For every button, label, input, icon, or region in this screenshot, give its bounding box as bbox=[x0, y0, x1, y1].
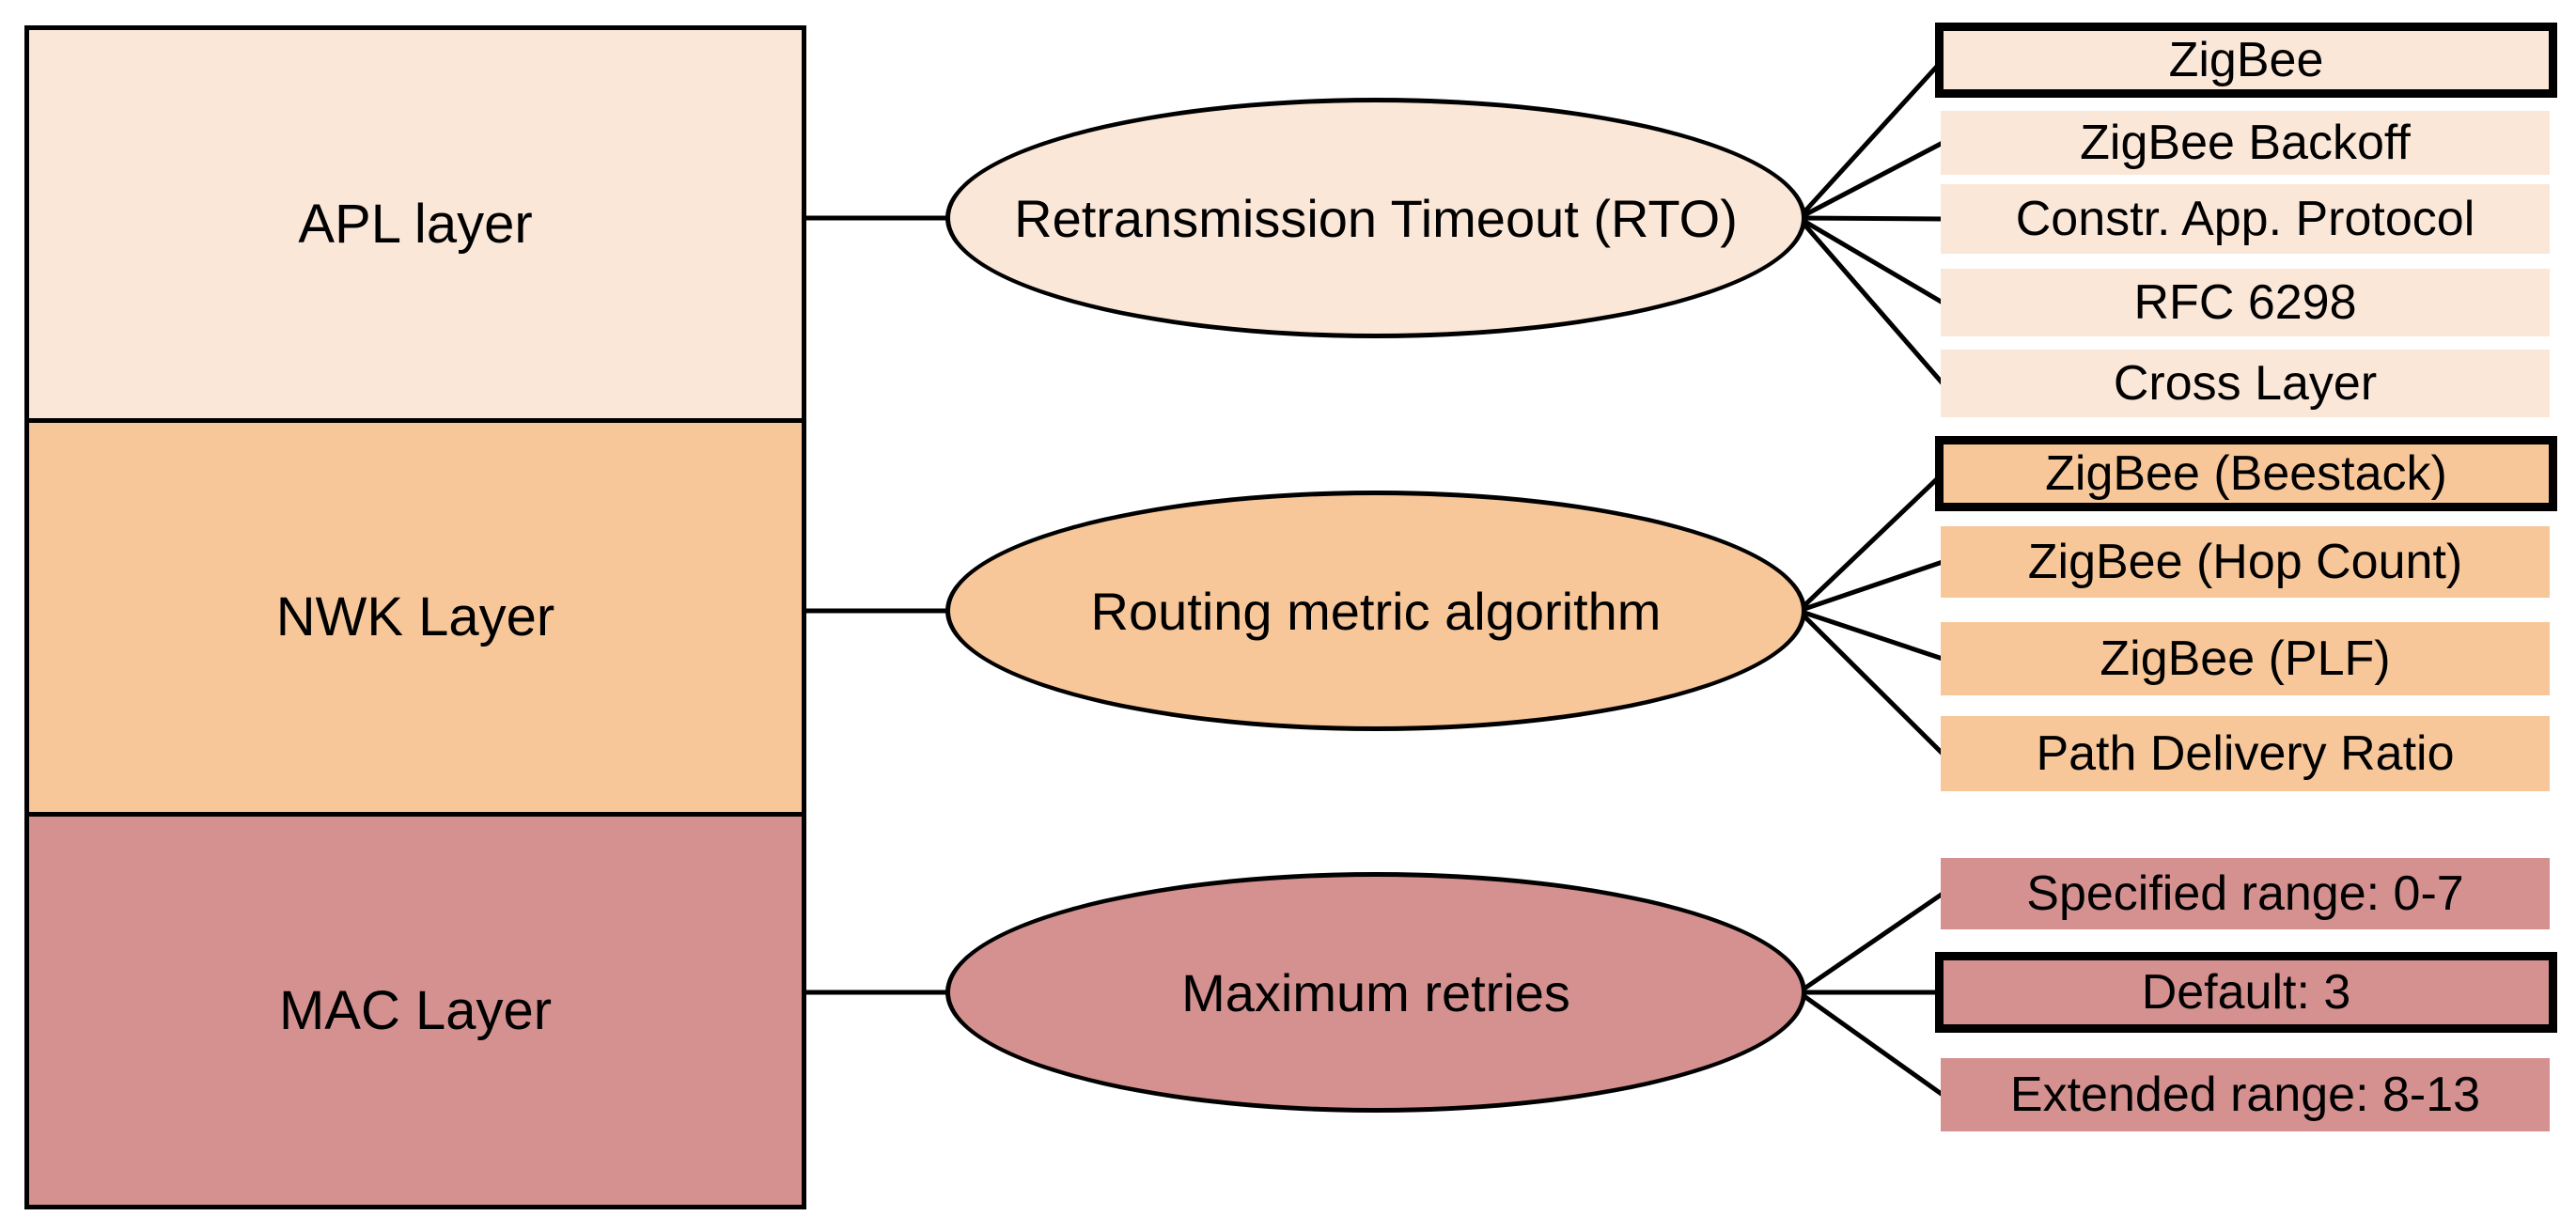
layer-nwk-label: NWK Layer bbox=[275, 586, 555, 648]
ellipse-rto: Retransmission Timeout (RTO) bbox=[945, 98, 1806, 338]
option-zigbee-beestack: ZigBee (Beestack) bbox=[1935, 436, 2557, 511]
fan-rto-zigbee bbox=[1797, 58, 1944, 220]
option-specified-range-label: Specified range: 0-7 bbox=[2026, 866, 2464, 921]
option-constr-app-protocol-label: Constr. App. Protocol bbox=[2015, 192, 2475, 246]
option-zigbee-beestack-label: ZigBee (Beestack) bbox=[2045, 446, 2447, 501]
option-zigbee-label: ZigBee bbox=[2168, 33, 2324, 87]
option-extended-range-label: Extended range: 8-13 bbox=[2009, 1068, 2481, 1122]
fan-retries-extended bbox=[1797, 990, 1944, 1098]
ellipse-rto-label: Retransmission Timeout (RTO) bbox=[1014, 188, 1738, 248]
ellipse-max-retries: Maximum retries bbox=[945, 872, 1806, 1113]
option-zigbee-backoff: ZigBee Backoff bbox=[1941, 111, 2550, 175]
option-default-label: Default: 3 bbox=[2141, 965, 2351, 1020]
fan-rto-rfc-6298 bbox=[1797, 215, 1944, 305]
fan-rto-zigbee-backoff bbox=[1797, 140, 1944, 221]
fan-routing-path-delivery bbox=[1797, 609, 1944, 756]
option-default: Default: 3 bbox=[1935, 952, 2557, 1033]
layer-apl-label: APL layer bbox=[298, 194, 533, 256]
fan-routing-hop-count bbox=[1798, 559, 1944, 614]
option-zigbee-plf-label: ZigBee (PLF) bbox=[2100, 631, 2391, 686]
fan-rto-constr-app-protocol bbox=[1798, 215, 1944, 222]
fan-routing-beestack bbox=[1797, 472, 1944, 613]
option-zigbee-backoff-label: ZigBee Backoff bbox=[2080, 116, 2411, 170]
option-zigbee: ZigBee bbox=[1935, 23, 2557, 98]
option-path-delivery-ratio: Path Delivery Ratio bbox=[1941, 716, 2550, 791]
option-cross-layer-label: Cross Layer bbox=[2113, 356, 2378, 411]
layer-mac-box: MAC Layer bbox=[29, 811, 802, 1205]
option-path-delivery-ratio-label: Path Delivery Ratio bbox=[2036, 726, 2455, 781]
protocol-stack: APL layer NWK Layer MAC Layer bbox=[24, 25, 806, 1209]
ellipse-routing-metric-label: Routing metric algorithm bbox=[1090, 581, 1662, 641]
option-specified-range: Specified range: 0-7 bbox=[1941, 858, 2550, 929]
option-rfc-6298-label: RFC 6298 bbox=[2133, 275, 2357, 330]
option-extended-range: Extended range: 8-13 bbox=[1941, 1058, 2550, 1131]
layer-mac-label: MAC Layer bbox=[278, 979, 553, 1041]
option-constr-app-protocol: Constr. App. Protocol bbox=[1941, 184, 2550, 254]
ellipse-routing-metric: Routing metric algorithm bbox=[945, 491, 1806, 731]
fan-retries-specified bbox=[1797, 891, 1944, 995]
option-rfc-6298: RFC 6298 bbox=[1941, 269, 2550, 336]
option-zigbee-hop-count: ZigBee (Hop Count) bbox=[1941, 526, 2550, 598]
option-cross-layer: Cross Layer bbox=[1941, 350, 2550, 417]
fan-rto-cross-layer bbox=[1797, 216, 1944, 385]
option-zigbee-plf: ZigBee (PLF) bbox=[1941, 622, 2550, 695]
fan-routing-plf bbox=[1798, 608, 1944, 662]
layer-nwk-box: NWK Layer bbox=[29, 418, 802, 812]
option-zigbee-hop-count-label: ZigBee (Hop Count) bbox=[2027, 535, 2463, 589]
layer-apl-box: APL layer bbox=[29, 30, 802, 419]
ellipse-max-retries-label: Maximum retries bbox=[1181, 962, 1570, 1022]
